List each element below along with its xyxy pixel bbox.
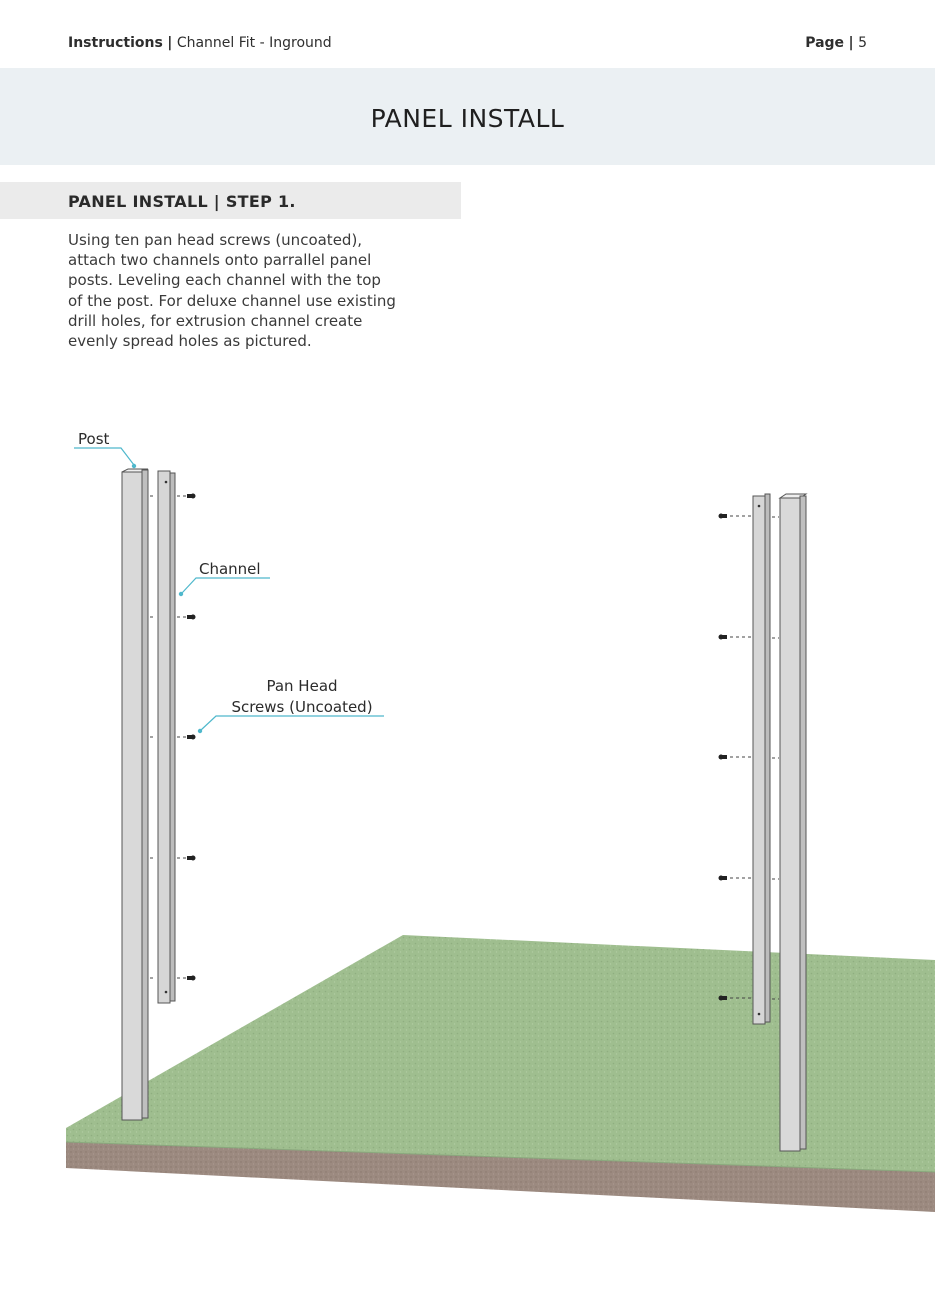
screw-icon (718, 995, 779, 1001)
screw-icon (718, 634, 779, 640)
step-line: of the post. For deluxe channel use exis… (68, 291, 396, 310)
ground-edge-line (65, 1141, 935, 1173)
ground-grass-top (66, 935, 935, 1172)
screw-icon (150, 975, 196, 981)
step-line: posts. Leveling each channel with the to… (68, 271, 381, 290)
section-title: PANEL INSTALL (370, 104, 565, 133)
step-line: Using ten pan head screws (uncoated), (68, 231, 363, 249)
screw-icon (718, 513, 779, 519)
left-channel (157, 470, 176, 1004)
step-line: drill holes, for extrusion channel creat… (68, 311, 363, 330)
callout-channel: Channel (178, 560, 270, 597)
header-page-info: Page | 5 (805, 35, 867, 51)
step-line: attach two channels onto parrallel panel (68, 251, 372, 270)
step-description: Using ten pan head screws (uncoated), at… (68, 230, 438, 351)
header-page-separator: | (848, 35, 854, 51)
header-doc-title: Channel Fit - Inground (176, 35, 332, 51)
ground-slab (65, 935, 935, 1212)
label-channel: Channel (199, 560, 261, 578)
header-page-number: 5 (858, 35, 867, 51)
header-doc-info: Instructions | Channel Fit - Inground (68, 35, 332, 51)
screw-icon (718, 875, 779, 881)
page-header: Instructions | Channel Fit - Inground Pa… (0, 0, 935, 68)
screw-icon (150, 614, 196, 620)
label-screws-line1: Pan Head (266, 677, 337, 695)
callout-screws: Pan Head Screws (Uncoated) (197, 677, 384, 734)
ground-soil-edge (66, 1142, 935, 1212)
right-channel (752, 493, 771, 1025)
section-title-band: PANEL INSTALL (0, 68, 935, 165)
right-post (778, 493, 808, 1152)
header-separator: | (167, 35, 173, 51)
header-page-label: Page (805, 35, 845, 51)
label-post: Post (78, 430, 110, 448)
header-doc-type: Instructions (68, 35, 163, 51)
screw-icon (150, 855, 196, 861)
label-screws-line2: Screws (Uncoated) (231, 698, 372, 716)
left-post (121, 468, 149, 1121)
screw-icon (150, 493, 196, 499)
left-screws (150, 493, 196, 981)
callout-post: Post (74, 430, 137, 469)
step-heading-band: PANEL INSTALL | STEP 1. (0, 182, 461, 219)
step-heading: PANEL INSTALL | STEP 1. (68, 192, 296, 211)
step-line: evenly spread holes as pictured. (68, 332, 312, 351)
screw-icon (150, 734, 196, 740)
screw-icon (718, 754, 779, 760)
right-screws (718, 513, 779, 1001)
